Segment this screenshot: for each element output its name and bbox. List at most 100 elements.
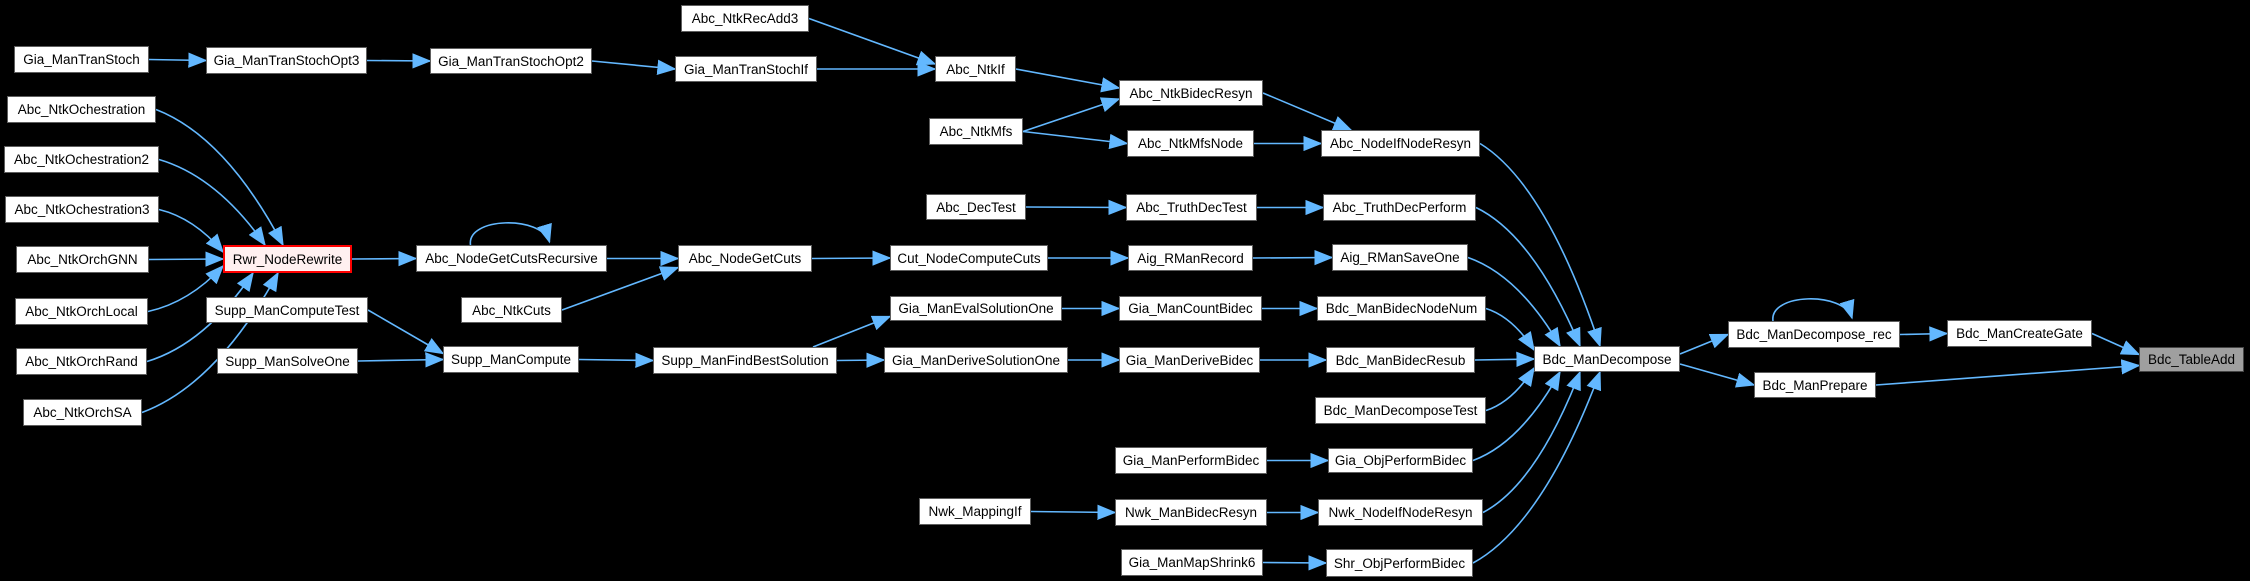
node-abc-ntkorchsa[interactable]: Abc_NtkOrchSA	[23, 399, 142, 426]
edge-supp-manfindbestsolution-to-gia-manevalsolutionone	[812, 315, 892, 348]
node-supp-mansolveone[interactable]: Supp_ManSolveOne	[217, 348, 358, 374]
node-supp-manfindbestsolution[interactable]: Supp_ManFindBestSolution	[653, 347, 837, 374]
edge-aig-rmansaveone-to-bdc-mandecompose	[1467, 256, 1561, 348]
node-gia-manperformbidec[interactable]: Gia_ManPerformBidec	[1115, 447, 1267, 474]
node-abc-dectest[interactable]: Abc_DecTest	[926, 194, 1026, 220]
node-nwk-mappingif[interactable]: Nwk_MappingIf	[919, 498, 1031, 525]
node-label: Shr_ObjPerformBidec	[1333, 555, 1466, 571]
edge-supp-mansolveone-to-supp-mancompute	[357, 352, 445, 368]
node-abc-ntkmfsnode[interactable]: Abc_NtkMfsNode	[1127, 130, 1254, 157]
edge-aig-rmanrecord-to-aig-rmansaveone	[1252, 249, 1334, 266]
node-label: Bdc_ManDecompose_rec	[1736, 327, 1892, 342]
node-abc-ntkochestration[interactable]: Abc_NtkOchestration	[7, 96, 156, 123]
edge-abc-ntkorchrand-to-rwr-noderewrite	[146, 271, 254, 363]
node-label: Abc_NtkOchestration3	[14, 202, 150, 217]
node-label: Gia_ManTranStochOpt2	[438, 53, 584, 69]
node-label: Gia_ManDeriveBidec	[1125, 352, 1254, 368]
edge-abc-ntkochestration2-to-rwr-noderewrite	[158, 158, 266, 247]
edge-supp-mancompute-to-supp-manfindbestsolution	[578, 352, 655, 368]
edge-abc-ntkmfs-to-abc-ntkmfsnode	[1022, 130, 1129, 150]
node-label: Bdc_ManDecompose	[1542, 351, 1672, 367]
node-gia-manderivebidec[interactable]: Gia_ManDeriveBidec	[1119, 347, 1260, 373]
node-nwk-nodeifnoderesyn[interactable]: Nwk_NodeIfNodeResyn	[1318, 499, 1483, 526]
node-gia-objperformbidec[interactable]: Gia_ObjPerformBidec	[1328, 448, 1473, 473]
node-label: Gia_ObjPerformBidec	[1334, 453, 1467, 468]
node-bdc-manbidecnodenum[interactable]: Bdc_ManBidecNodeNum	[1317, 296, 1486, 321]
edge-abc-ntkmfs-to-abc-ntkbidecresyn	[1022, 97, 1121, 133]
node-abc-ntkbidecresyn[interactable]: Abc_NtkBidecResyn	[1119, 80, 1263, 106]
node-label: Gia_ManTranStochIf	[683, 61, 809, 77]
node-abc-ntkmfs[interactable]: Abc_NtkMfs	[929, 118, 1023, 145]
node-supp-mancompute[interactable]: Supp_ManCompute	[443, 346, 579, 373]
node-label: Abc_NtkOrchGNN	[27, 252, 138, 267]
edge-gia-mantranstochopt3-to-gia-mantranstochopt2	[366, 53, 432, 69]
node-gia-mantranstochopt3[interactable]: Gia_ManTranStochOpt3	[206, 47, 367, 74]
node-cut-nodecomputecuts[interactable]: Cut_NodeComputeCuts	[890, 245, 1048, 271]
edge-rwr-noderewrite-to-abc-nodegetcutsrecursive	[351, 250, 418, 267]
edge-bdc-manbidecresub-to-bdc-mandecompose	[1474, 351, 1536, 367]
edge-gia-mantranstoch-to-gia-mantranstochopt3	[148, 52, 208, 68]
node-aig-rmansaveone[interactable]: Aig_RManSaveOne	[1332, 244, 1468, 271]
node-bdc-mandecomposetest[interactable]: Bdc_ManDecomposeTest	[1315, 397, 1486, 424]
edge-gia-mantranstochopt2-to-gia-mantranstochif	[591, 59, 677, 75]
node-label: Bdc_ManBidecNodeNum	[1325, 301, 1478, 316]
node-abc-truthdectest[interactable]: Abc_TruthDecTest	[1126, 194, 1257, 221]
node-rwr-noderewrite[interactable]: Rwr_NodeRewrite	[223, 245, 352, 273]
node-label: Bdc_ManBidecResub	[1335, 352, 1466, 368]
node-gia-mantranstochif[interactable]: Gia_ManTranStochIf	[675, 56, 817, 82]
node-label: Supp_ManSolveOne	[225, 353, 350, 369]
node-abc-nodegetcuts[interactable]: Abc_NodeGetCuts	[678, 245, 812, 272]
node-label: Gia_ManTranStoch	[23, 52, 140, 67]
node-label: Abc_NtkOchestration2	[13, 152, 150, 167]
node-abc-ntkochestration3[interactable]: Abc_NtkOchestration3	[5, 196, 159, 223]
node-label: Abc_NtkOrchRand	[25, 354, 138, 369]
node-label: Gia_ManEvalSolutionOne	[898, 301, 1054, 316]
edge-nwk-nodeifnoderesyn-to-bdc-mandecompose	[1482, 370, 1581, 514]
node-shr-objperformbidec[interactable]: Shr_ObjPerformBidec	[1326, 549, 1473, 577]
node-abc-nodeifnoderesyn[interactable]: Abc_NodeIfNodeResyn	[1321, 130, 1480, 157]
node-gia-manmapshrink6[interactable]: Gia_ManMapShrink6	[1121, 549, 1263, 576]
node-gia-mancountbidec[interactable]: Gia_ManCountBidec	[1119, 296, 1262, 321]
node-abc-ntkorchrand[interactable]: Abc_NtkOrchRand	[16, 348, 147, 375]
node-gia-manevalsolutionone[interactable]: Gia_ManEvalSolutionOne	[890, 296, 1062, 321]
node-bdc-manprepare[interactable]: Bdc_ManPrepare	[1754, 372, 1876, 398]
node-label: Abc_DecTest	[936, 199, 1016, 215]
node-abc-ntkochestration2[interactable]: Abc_NtkOchestration2	[4, 146, 159, 173]
edge-abc-ntkif-to-abc-ntkbidecresyn	[1015, 68, 1121, 93]
node-bdc-mancreategate[interactable]: Bdc_ManCreateGate	[1947, 320, 2092, 347]
node-bdc-tableadd: Bdc_TableAdd	[2139, 347, 2244, 372]
node-abc-ntkorchgnn[interactable]: Abc_NtkOrchGNN	[16, 246, 149, 273]
edge-bdc-mandecomposetest-to-bdc-mandecompose	[1485, 366, 1535, 412]
edge-bdc-manprepare-to-bdc-tableadd	[1875, 359, 2141, 386]
node-label: Supp_ManFindBestSolution	[661, 353, 829, 368]
node-label: Abc_NtkIf	[946, 61, 1005, 77]
node-label: Cut_NodeComputeCuts	[897, 250, 1041, 266]
node-supp-mancomputetest[interactable]: Supp_ManComputeTest	[206, 297, 368, 323]
edge-nwk-mappingif-to-nwk-manbidecresyn	[1030, 504, 1117, 520]
node-aig-rmanrecord[interactable]: Aig_RManRecord	[1128, 245, 1253, 271]
node-label: Bdc_TableAdd	[2147, 352, 2236, 367]
node-bdc-manbidecresub[interactable]: Bdc_ManBidecResub	[1326, 347, 1475, 373]
node-abc-ntkrecadd3[interactable]: Abc_NtkRecAdd3	[681, 5, 809, 32]
node-label: Abc_TruthDecTest	[1136, 200, 1247, 215]
node-label: Gia_ManPerformBidec	[1122, 453, 1260, 468]
node-label: Abc_NodeGetCuts	[688, 251, 802, 266]
edge-abc-dectest-to-abc-truthdectest	[1025, 199, 1128, 216]
node-bdc-mandecompose[interactable]: Bdc_ManDecompose	[1534, 346, 1680, 372]
node-abc-nodegetcutsrecursive[interactable]: Abc_NodeGetCutsRecursive	[416, 245, 607, 272]
node-label: Nwk_ManBidecResyn	[1124, 505, 1258, 520]
node-abc-ntkif[interactable]: Abc_NtkIf	[935, 56, 1016, 82]
node-gia-manderivesolutionone[interactable]: Gia_ManDeriveSolutionOne	[884, 347, 1068, 373]
node-bdc-mandecompose-rec[interactable]: Bdc_ManDecompose_rec	[1728, 321, 1900, 348]
node-label: Abc_NtkMfsNode	[1137, 136, 1244, 151]
node-abc-ntkorchlocal[interactable]: Abc_NtkOrchLocal	[15, 298, 148, 325]
node-abc-ntkcuts[interactable]: Abc_NtkCuts	[461, 297, 562, 323]
node-gia-mantranstoch[interactable]: Gia_ManTranStoch	[14, 46, 149, 73]
edge-abc-nodegetcuts-to-cut-nodecomputecuts	[811, 250, 892, 266]
node-abc-truthdecperform[interactable]: Abc_TruthDecPerform	[1323, 194, 1476, 221]
node-gia-mantranstochopt2[interactable]: Gia_ManTranStochOpt2	[430, 48, 592, 74]
node-label: Abc_NtkOrchLocal	[25, 304, 138, 319]
edge-bdc-mancreategate-to-bdc-tableadd	[2091, 332, 2141, 356]
node-nwk-manbidecresyn[interactable]: Nwk_ManBidecResyn	[1115, 499, 1267, 526]
edge-gia-manmapshrink6-to-shr-objperformbidec	[1262, 555, 1328, 571]
